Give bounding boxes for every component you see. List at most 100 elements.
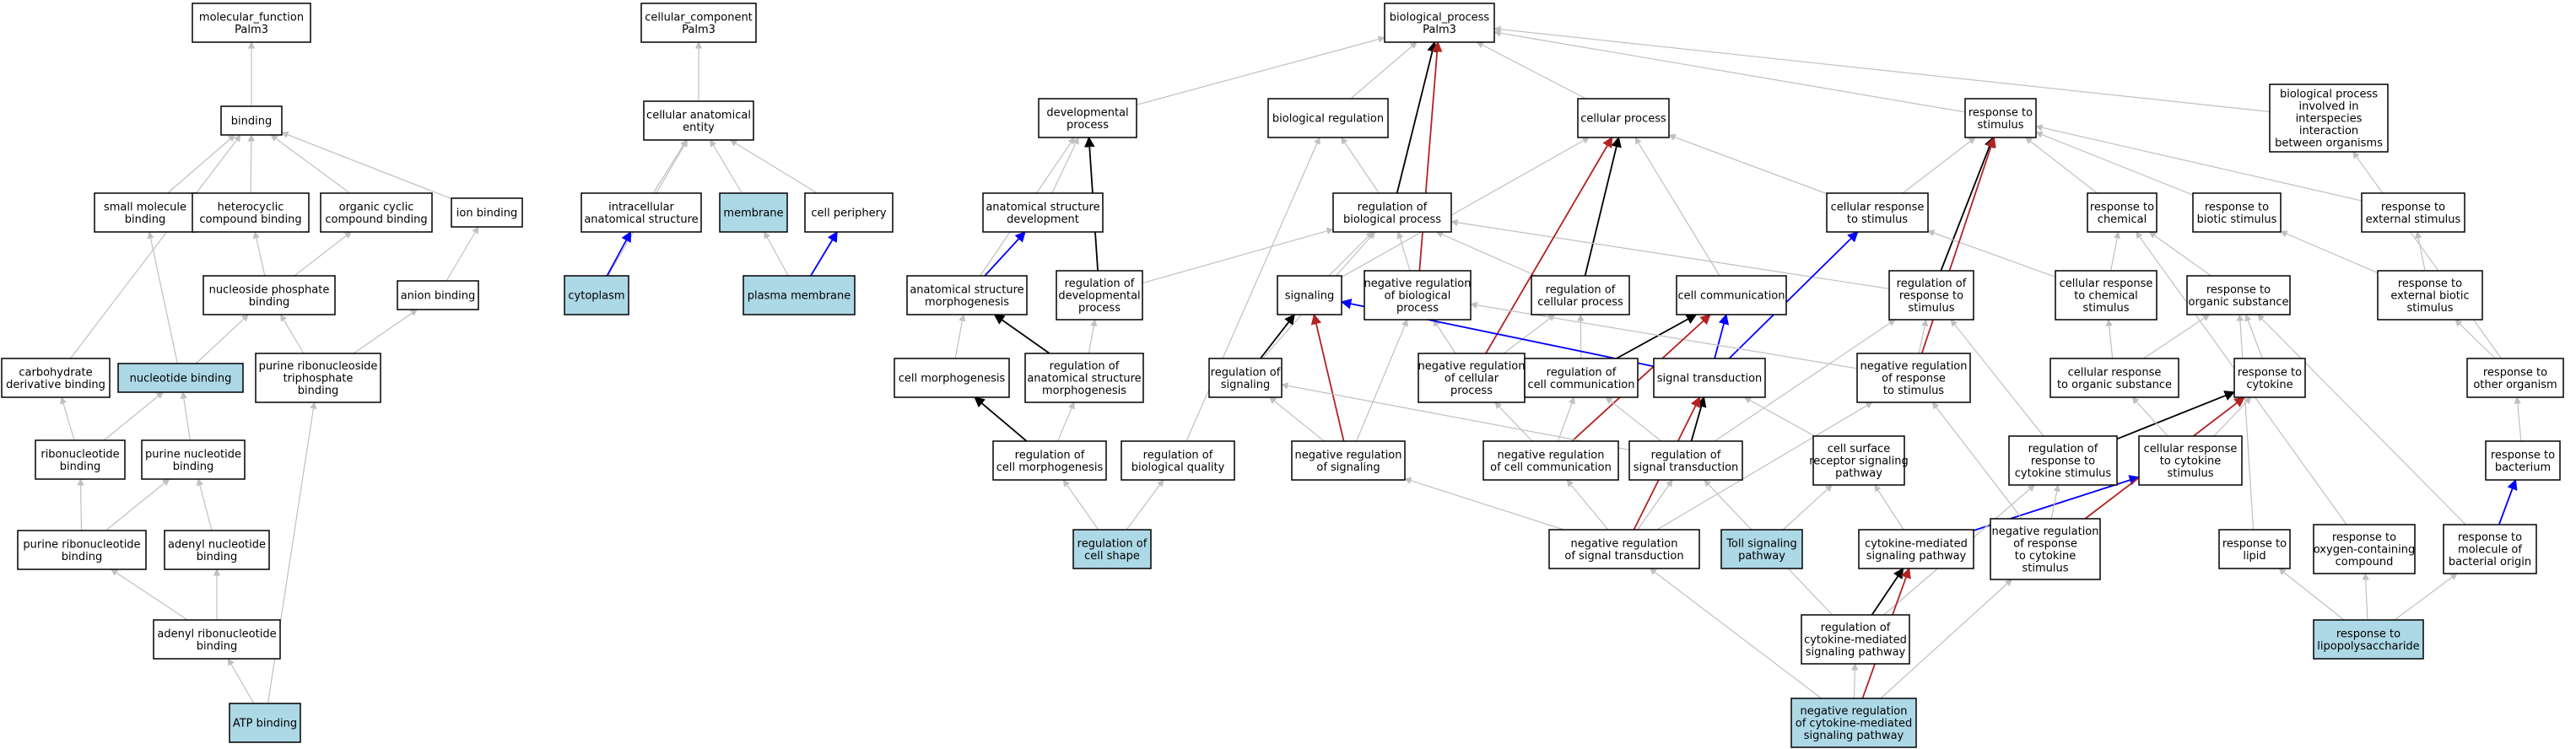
term-node-regulation-of-cytokine-mediated-signaling-pathway[interactable]: regulation ofcytokine-mediatedsignaling …: [1801, 614, 1910, 665]
term-node-nucleotide-binding[interactable]: nucleotide binding: [117, 363, 244, 393]
term-node-plasma-membrane[interactable]: plasma membrane: [743, 275, 856, 315]
term-node-signal-transduction[interactable]: signal transduction: [1653, 358, 1766, 398]
edge-negatively-regulates: [1310, 313, 1345, 442]
term-label-line: stimulus: [1977, 119, 2023, 132]
term-node-cytoplasm[interactable]: cytoplasm: [564, 275, 629, 315]
term-box: [1384, 3, 1495, 43]
term-node-cell-morphogenesis[interactable]: cell morphogenesis: [894, 358, 1010, 398]
edge-is-a: [2236, 314, 2255, 531]
edge-is-a: [2105, 319, 2114, 359]
term-label-line: small molecule: [104, 201, 186, 213]
term-label-line: anion binding: [401, 290, 476, 303]
term-label-line: cellular process: [1537, 296, 1623, 309]
term-node-ion-binding[interactable]: ion binding: [451, 197, 523, 228]
term-label-line: of cytokine-mediated: [1796, 718, 1912, 730]
term-box: [2443, 524, 2537, 574]
term-node-signaling[interactable]: signaling: [1277, 275, 1342, 315]
term-box: [2218, 529, 2291, 569]
term-node-membrane[interactable]: membrane: [719, 192, 788, 233]
edge-is-a: [2035, 131, 2194, 196]
term-node-biological-regulation[interactable]: biological regulation: [1267, 98, 1389, 138]
term-label-line: cellular response: [2144, 443, 2238, 455]
term-label-line: cellular response: [2068, 366, 2162, 379]
term-node-binding[interactable]: binding: [220, 105, 283, 136]
term-label-line: involved in: [2298, 100, 2358, 113]
term-node-cell-communication[interactable]: cell communication: [1676, 275, 1787, 315]
term-label-line: oxygen-containing: [2314, 544, 2415, 557]
term-label-line: compound binding: [199, 213, 301, 226]
term-node-cell-periphery[interactable]: cell periphery: [804, 192, 894, 233]
term-label-line: biological process: [1343, 213, 1441, 226]
edge-is-a: [1396, 231, 1411, 272]
term-label-line: Palm3: [682, 24, 716, 36]
term-node-cellular-process[interactable]: cellular process: [1577, 98, 1670, 138]
term-node-atp-binding[interactable]: ATP binding: [229, 703, 301, 743]
term-node-anion-binding[interactable]: anion binding: [397, 280, 479, 310]
term-box: [2055, 270, 2157, 321]
term-label-line: anatomical structure: [986, 201, 1099, 213]
edge-is-a: [1136, 35, 1385, 105]
term-box: [117, 363, 244, 393]
